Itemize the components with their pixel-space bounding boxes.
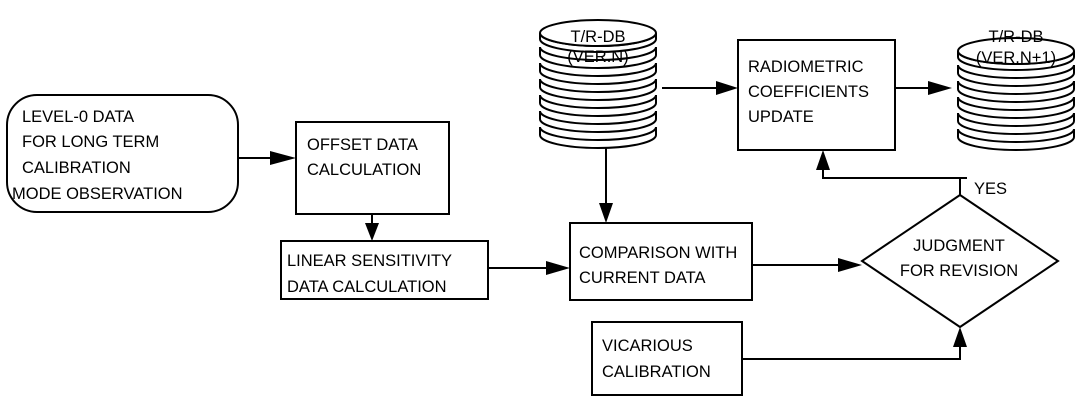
linear-sensitivity-box: LINEAR SENSITIVITY DATA CALCULATION (280, 240, 489, 300)
judgment-decision-diamond: JUDGMENT FOR REVISION (860, 193, 1060, 329)
offset-data-calculation-box: OFFSET DATA CALCULATION (295, 121, 450, 215)
connectors (238, 87, 967, 360)
offset-line-2: CALCULATION (307, 161, 421, 179)
comparison-line-2: CURRENT DATA (579, 269, 706, 287)
database-ver-n: T/R-DB (VER.N) (539, 19, 657, 149)
comparison-line-1: COMPARISON WITH (579, 244, 737, 262)
radiometric-line-2: COEFFICIENTS (748, 83, 869, 101)
vicarious-line-2: CALIBRATION (602, 363, 711, 381)
database-ver-n-version: (VER.N) (567, 48, 628, 66)
database-ver-n-plus-1-version: (VER.N+1) (976, 49, 1056, 67)
level0-data-terminator: LEVEL-0 DATA FOR LONG TERM CALIBRATION M… (6, 94, 239, 213)
radiometric-line-1: RADIOMETRIC (748, 58, 864, 76)
database-ver-n-plus-1: T/R-DB (VER.N+1) (957, 28, 1075, 151)
yes-label: YES (974, 180, 1007, 198)
linear-line-2: DATA CALCULATION (287, 278, 447, 296)
level0-line-1: LEVEL-0 DATA (22, 108, 134, 126)
arrow-yes-to-radiometric (822, 168, 961, 195)
database-ver-n-title: T/R-DB (571, 28, 626, 46)
level0-line-3: CALIBRATION (22, 159, 131, 177)
linear-line-1: LINEAR SENSITIVITY (287, 252, 452, 270)
judgment-line-1: JUDGMENT (913, 237, 1005, 255)
level0-line-4: MODE OBSERVATION (12, 185, 183, 203)
arrow-heads (270, 81, 967, 347)
radiometric-line-3: UPDATE (748, 108, 814, 126)
level0-line-2: FOR LONG TERM (22, 133, 159, 151)
vicarious-calibration-box: VICARIOUS CALIBRATION (591, 321, 743, 396)
radiometric-update-box: RADIOMETRIC COEFFICIENTS UPDATE (737, 39, 896, 151)
vicarious-line-1: VICARIOUS (602, 337, 693, 355)
offset-line-1: OFFSET DATA (307, 136, 418, 154)
comparison-box: COMPARISON WITH CURRENT DATA (569, 222, 753, 301)
judgment-line-2: FOR REVISION (900, 262, 1018, 280)
database-ver-n-plus-1-title: T/R-DB (989, 28, 1044, 46)
arrow-vicarious-to-judgment (742, 344, 961, 360)
